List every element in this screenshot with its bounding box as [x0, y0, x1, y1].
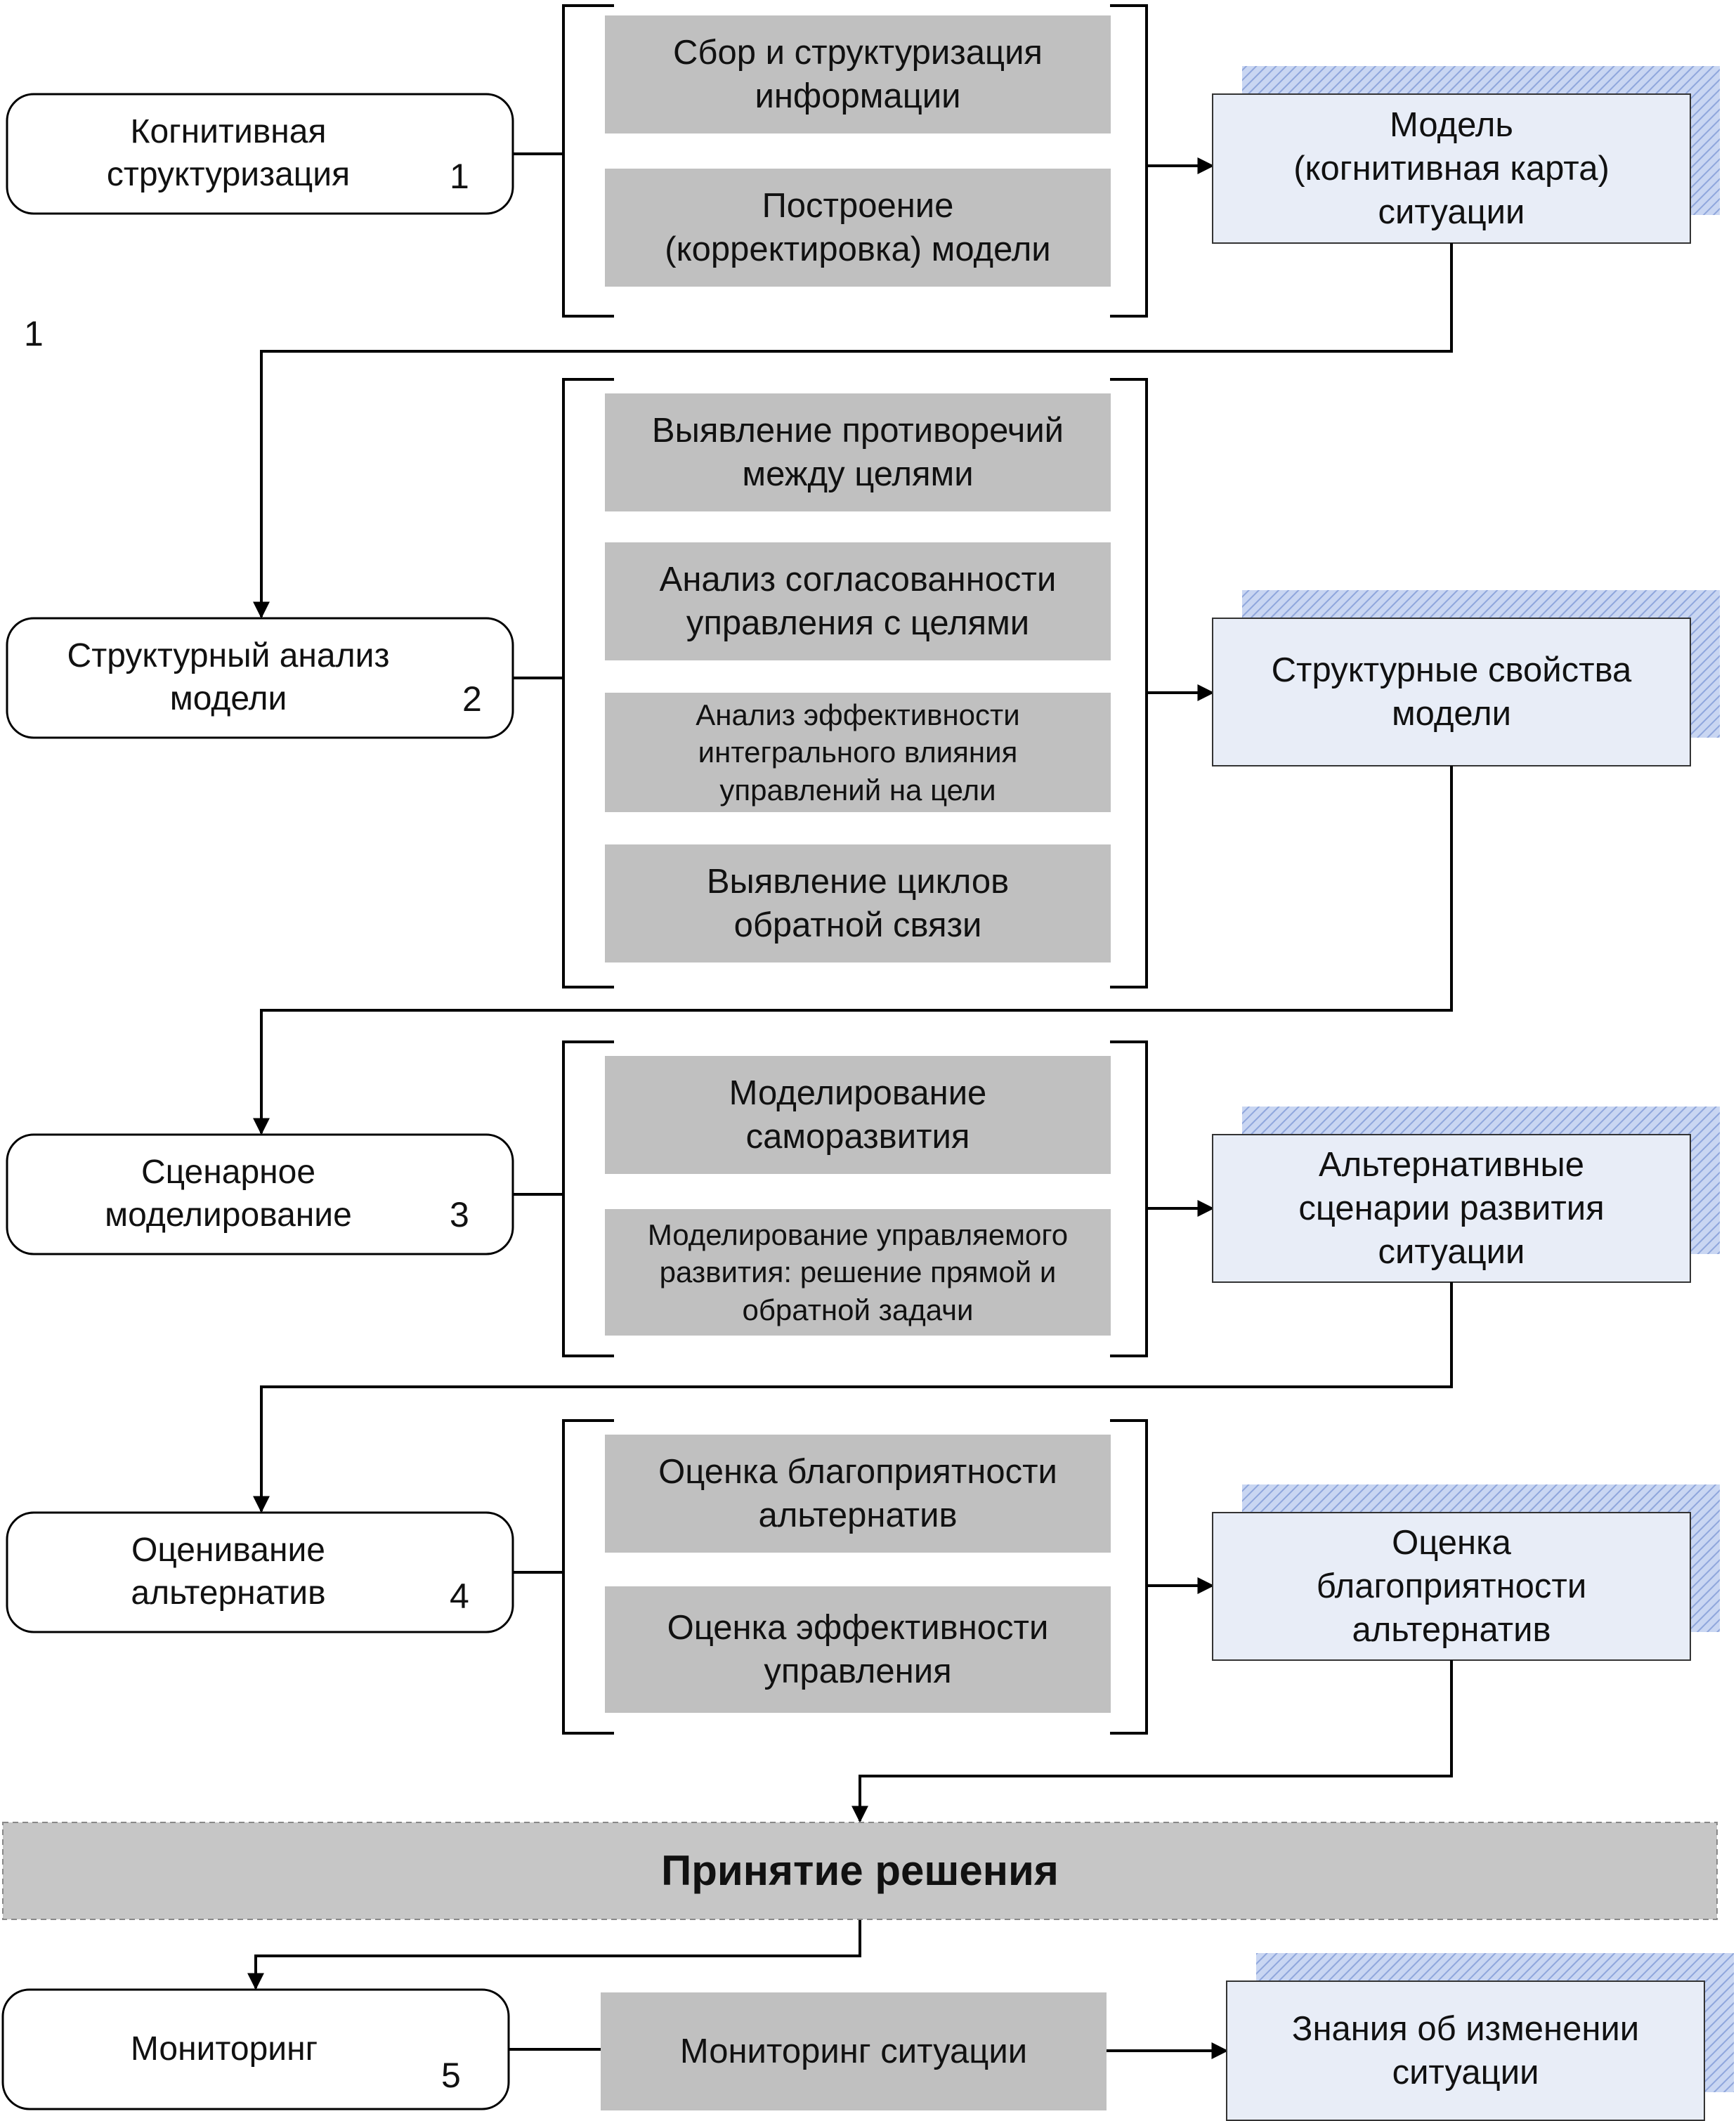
stage-number-1: 1 [450, 157, 469, 196]
output-box-5 [1226, 1980, 1705, 2121]
output-label-2: Структурные свойства модели [1271, 651, 1632, 733]
output-box-2 [1212, 618, 1691, 766]
task-box-5-1 [601, 1992, 1107, 2110]
task-label-2-1: Выявление противоречий между целями [651, 411, 1064, 493]
stage-number-2: 2 [462, 679, 482, 719]
stage-label-3: Сценарное моделирование [105, 1154, 352, 1234]
output-box-1 [1212, 93, 1691, 244]
stage-label-5: Мониторинг [130, 2030, 318, 2068]
left-bracket-4 [562, 1419, 614, 1735]
flow-4-decision [851, 1660, 1453, 1823]
task-box-2-2 [605, 542, 1111, 660]
flow-decision-5 [247, 1919, 861, 1990]
task-label-2-2: Анализ согласованности управления с целя… [659, 560, 1057, 642]
task-label-1-2: Построение (корректировка) модели [665, 186, 1051, 268]
right-bracket-3 [1110, 1040, 1148, 1357]
task-label-3-1: Моделирование саморазвития [729, 1073, 987, 1156]
task-label-4-1: Оценка благоприятности альтернатив [658, 1452, 1057, 1534]
left-bracket-1 [562, 4, 614, 318]
left-bracket-3 [562, 1040, 614, 1357]
right-bracket-2 [1110, 378, 1148, 988]
task-box-4-2 [605, 1586, 1111, 1713]
stray-number-label: 1 [24, 314, 44, 353]
task-label-2-4: Выявление циклов обратной связи [706, 862, 1010, 944]
right-bracket-4 [1110, 1419, 1148, 1735]
task-label-2-3: Анализ эффективности интегрального влиян… [696, 698, 1020, 807]
task-box-4-1 [605, 1435, 1111, 1553]
output-box-4 [1212, 1512, 1691, 1661]
task-box-1-2 [605, 169, 1111, 287]
task-box-3-2 [605, 1209, 1111, 1336]
stage-label-2: Структурный анализ модели [67, 637, 390, 717]
task-box-2-4 [605, 844, 1111, 962]
right-bracket-1 [1110, 4, 1148, 318]
stage-number-5: 5 [441, 2056, 461, 2095]
stage-label-1: Когнитивная структуризация [106, 113, 351, 193]
output-label-4: Оценка благоприятности альтернатив [1316, 1523, 1587, 1650]
task-label-4-2: Оценка эффективности управления [667, 1608, 1049, 1690]
flow-3-4 [253, 1282, 1453, 1513]
task-box-1-1 [605, 15, 1111, 133]
flow-2-3 [253, 766, 1453, 1135]
output-label-3: Альтернативные сценарии развития ситуаци… [1298, 1145, 1605, 1272]
decision-label: Принятие решения [661, 1846, 1059, 1894]
left-bracket-2 [562, 378, 614, 988]
output-label-1: Модель (когнитивная карта) ситуации [1293, 105, 1610, 232]
task-label-5-1: Мониторинг ситуации [679, 2032, 1028, 2070]
output-label-5: Знания об изменении ситуации [1291, 2009, 1640, 2091]
task-label-3-2: Моделирование управляемого развития: реш… [647, 1218, 1069, 1326]
output-box-3 [1212, 1134, 1691, 1283]
decision-band [2, 1822, 1718, 1920]
stage-label-4: Оценивание альтернатив [131, 1532, 326, 1612]
flow-1-2 [253, 243, 1453, 619]
task-box-2-1 [605, 393, 1111, 511]
task-box-3-1 [605, 1056, 1111, 1174]
stage-number-3: 3 [450, 1195, 469, 1234]
task-box-2-3 [605, 693, 1111, 812]
task-label-1-1: Сбор и структуризация информации [673, 33, 1043, 115]
stage-number-4: 4 [450, 1577, 469, 1616]
